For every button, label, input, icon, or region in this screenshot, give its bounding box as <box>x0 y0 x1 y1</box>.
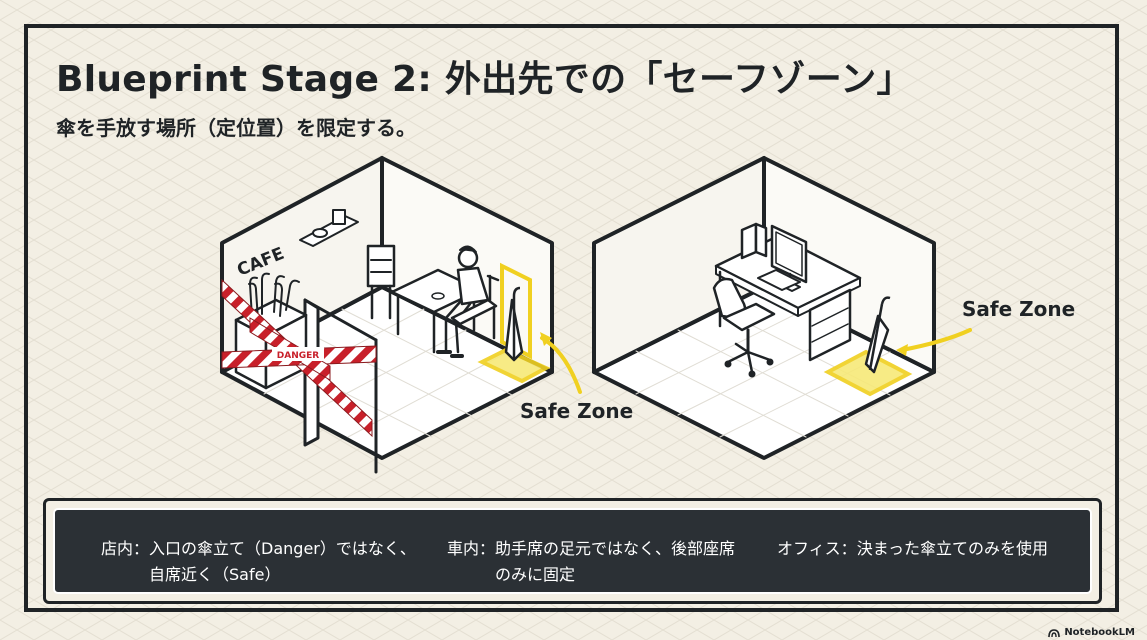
notebooklm-brand: NotebookLM <box>1048 627 1135 638</box>
danger-tape-label: DANGER <box>277 351 320 361</box>
danger-tape: DANGER <box>221 278 377 438</box>
tip-category: 車内： <box>447 539 496 558</box>
tip-store: 店内： 入口の傘立て（Danger）ではなく、自席近く（Safe） <box>101 536 421 588</box>
notebooklm-logo-icon <box>1048 628 1061 637</box>
office-safe-zone-label: Safe Zone <box>962 297 1075 321</box>
umbrella-icon <box>504 286 524 362</box>
office-scene <box>592 156 936 460</box>
tip-category: 店内： <box>101 539 150 558</box>
tip-office: オフィス： 決まった傘立てのみを使用 <box>777 536 1067 562</box>
cafe-safe-zone <box>477 262 551 384</box>
office-safe-zone <box>823 349 913 397</box>
tip-text: 入口の傘立て（Danger）ではなく、自席近く（Safe） <box>149 539 416 584</box>
tips-panel: 店内： 入口の傘立て（Danger）ではなく、自席近く（Safe） 車内： 助手… <box>43 498 1102 604</box>
tip-category: オフィス： <box>777 539 857 558</box>
page-title: Blueprint Stage 2: 外出先での「セーフゾーン」 <box>56 59 913 100</box>
tips-panel-inner: 店内： 入口の傘立て（Danger）ではなく、自席近く（Safe） 車内： 助手… <box>53 508 1092 594</box>
tip-car: 車内： 助手席の足元ではなく、後部座席のみに固定 <box>447 536 747 588</box>
tip-text: 決まった傘立てのみを使用 <box>856 539 1049 558</box>
outer-frame <box>24 24 1119 612</box>
page-subtitle: 傘を手放す場所（定位置）を限定する。 <box>56 116 416 140</box>
umbrella-icon <box>864 296 891 374</box>
cafe-safe-zone-label: Safe Zone <box>520 399 633 423</box>
tip-text: 助手席の足元ではなく、後部座席のみに固定 <box>495 539 736 584</box>
brand-label: NotebookLM <box>1064 627 1135 638</box>
arrow-icon <box>900 328 972 352</box>
